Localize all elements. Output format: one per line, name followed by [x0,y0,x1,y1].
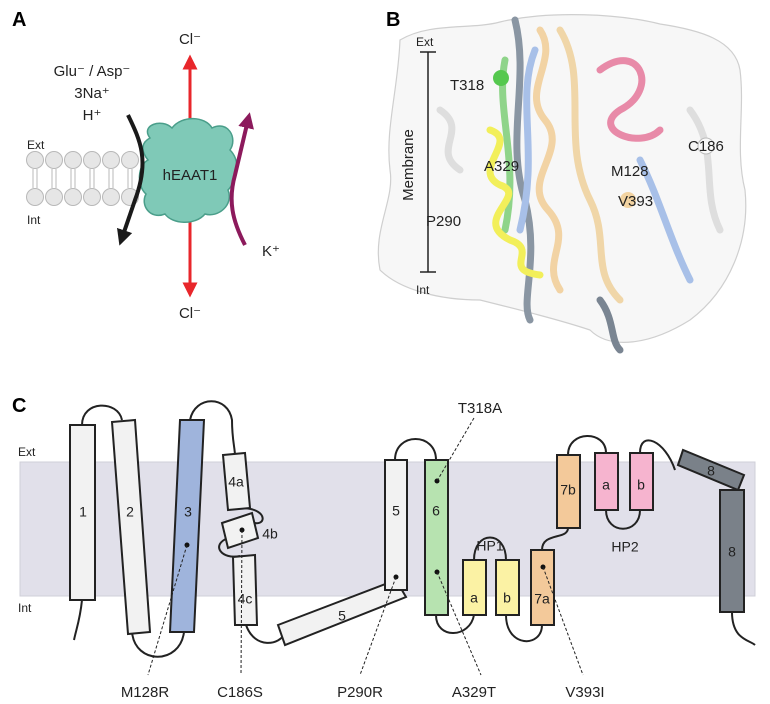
mutation-t318a: T318A [458,400,502,417]
helix-7b [556,454,581,529]
hp1a-label: a [470,590,478,606]
substrate-glu-asp: Glu⁻ / Asp⁻ [54,63,131,80]
panel-a-letter: A [12,9,26,31]
helix-4b-label: 4b [262,526,278,542]
res-v393: V393 [618,193,653,210]
lipid-head [45,188,63,206]
helix-8 [719,489,745,613]
helix-1-label: 1 [79,504,87,520]
helix-6 [424,459,449,616]
helix-white [436,106,724,234]
lipid-bilayer [26,151,139,206]
k-label: K⁺ [262,243,280,260]
mutation-m128r: M128R [121,684,170,701]
helix-2 [110,418,152,636]
panel-c-letter: C [12,395,26,417]
protein-label: hEAAT1 [163,167,218,184]
helix-5h-label: 5 [338,608,346,624]
helix-tan [532,26,564,294]
lipid-head [83,188,101,206]
b-int-label: Int [416,283,430,297]
panel-c: C Ext Int [12,395,756,701]
helix-3-label: 3 [184,504,192,520]
helix-7b-label: 7b [560,482,576,498]
helix-blue-2 [636,156,694,284]
res-c186: C186 [688,138,724,155]
hp1b-label: b [503,590,511,606]
lipid-head [45,151,63,169]
panel-b-letter: B [386,9,400,31]
res-a329: A329 [484,158,519,175]
helix-1 [69,424,96,601]
lipid-head [102,188,120,206]
lipid-head [121,151,139,169]
helix-tan-2 [556,26,624,304]
mutation-p290r: P290R [337,684,383,701]
cl-top-label: Cl⁻ [179,31,201,48]
helix-6-label: 6 [432,503,440,519]
helix-4a [221,451,252,512]
hairpin-pink [596,57,664,142]
substrate-h: H⁺ [83,107,102,124]
res-m128: M128 [611,163,649,180]
helix-5 [384,459,408,591]
helix-labels: 1 2 3 4a 4b 4c 5 5 6 a b 7a 7b a b 8 8 H… [79,463,736,624]
panel-a: A Ext Int Cl⁻ Cl⁻ hEAAT1 Glu⁻ / Asp⁻ 3Na… [12,9,280,322]
c-ext-label: Ext [18,445,36,459]
lipid-head [64,151,82,169]
mutation-c186s: C186S [217,684,263,701]
helix-8-label: 8 [728,544,736,560]
helix-4c-label: 4c [238,591,253,607]
helix-8-tilted [676,448,746,492]
k-efflux-arrow [229,112,254,246]
panel-b: B Ext Int Membrane T318 A329 P290 M128 V… [377,9,747,354]
substrate-na: 3Na⁺ [74,85,109,102]
substrate-influx-arrow [117,114,145,246]
v393-sphere [620,192,636,208]
protein-helices [436,16,724,354]
b-ext-label: Ext [416,35,434,49]
hp1a [462,559,487,616]
helix-7a [530,549,555,626]
res-p290: P290 [426,213,461,230]
hp2-label: HP2 [611,539,638,555]
helix-blue [516,46,539,234]
hp2b [629,452,654,511]
helix-4c [231,553,259,626]
c186-sphere [697,137,715,155]
protein-surface [377,14,747,343]
helix-3 [168,419,206,633]
helix-4a-label: 4a [228,474,244,490]
hairpin-yellow [486,126,544,279]
helix-8-tilted-label: 8 [707,463,715,479]
helix-5-label: 5 [392,503,400,519]
hp1b [495,559,520,616]
helix-7a-label: 7a [534,591,550,607]
int-label: Int [27,213,41,227]
t318-sphere [493,70,509,86]
hp1-label: HP1 [476,538,503,554]
lipid-head [102,151,120,169]
lipid-head [64,188,82,206]
lipid-head [83,151,101,169]
helix-5-horizontal [276,578,408,647]
helices [69,418,746,647]
helix-8 [596,296,624,354]
lipid-head [26,188,44,206]
mutation-markers [147,417,584,676]
membrane-label: Membrane [400,129,417,201]
lipid-head [26,151,44,169]
hp2b-label: b [637,477,645,493]
helix-2-label: 2 [126,504,134,520]
ext-label: Ext [27,138,45,152]
cl-bottom-label: Cl⁻ [179,305,201,322]
hp2a-label: a [602,477,610,493]
mutation-a329t: A329T [452,684,496,701]
c-int-label: Int [18,601,32,615]
hp2a [594,452,619,511]
heaat1-protein [138,117,238,223]
res-t318: T318 [450,77,484,94]
mutation-v393i: V393I [565,684,604,701]
